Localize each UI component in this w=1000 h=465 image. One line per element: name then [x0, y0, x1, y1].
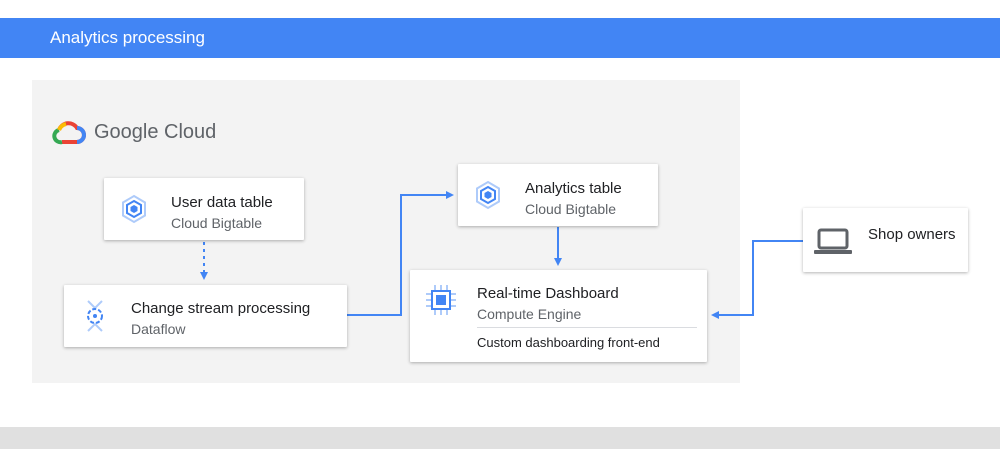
- bigtable-icon: [122, 194, 146, 224]
- realtime-dashboard-detail: Custom dashboarding front-end: [477, 335, 660, 350]
- header-bar: Analytics processing: [0, 18, 1000, 58]
- shop-owners-title: Shop owners: [868, 226, 956, 243]
- page-title: Analytics processing: [50, 28, 205, 47]
- user-data-table-card: User data table Cloud Bigtable: [104, 178, 304, 240]
- arrow-shop-owners-to-dashboard: [711, 240, 803, 319]
- dataflow-icon: [87, 300, 103, 332]
- shop-owners-card: Shop owners: [803, 208, 968, 272]
- google-cloud-logo-icon: [52, 121, 86, 145]
- bigtable-icon: [476, 180, 500, 210]
- laptop-icon: [814, 228, 852, 254]
- user-data-table-subtitle: Cloud Bigtable: [171, 215, 263, 231]
- footer-bar: [0, 427, 1000, 449]
- card-divider: [477, 327, 697, 328]
- change-stream-title: Change stream processing: [131, 300, 311, 317]
- realtime-dashboard-subtitle: Compute Engine: [477, 306, 582, 322]
- analytics-table-card: Analytics table Cloud Bigtable: [458, 164, 658, 226]
- compute-engine-icon: [426, 285, 456, 315]
- realtime-dashboard-card: Real-time Dashboard Compute Engine Custo…: [410, 270, 707, 362]
- google-cloud-title: Google Cloud: [94, 121, 217, 143]
- realtime-dashboard-title: Real-time Dashboard: [477, 285, 619, 302]
- analytics-table-title: Analytics table: [525, 180, 622, 197]
- user-data-table-title: User data table: [171, 194, 273, 211]
- arrow-change-stream-to-analytics: [347, 191, 454, 316]
- analytics-table-subtitle: Cloud Bigtable: [525, 201, 617, 217]
- change-stream-subtitle: Dataflow: [131, 321, 186, 337]
- change-stream-card: Change stream processing Dataflow: [64, 285, 347, 347]
